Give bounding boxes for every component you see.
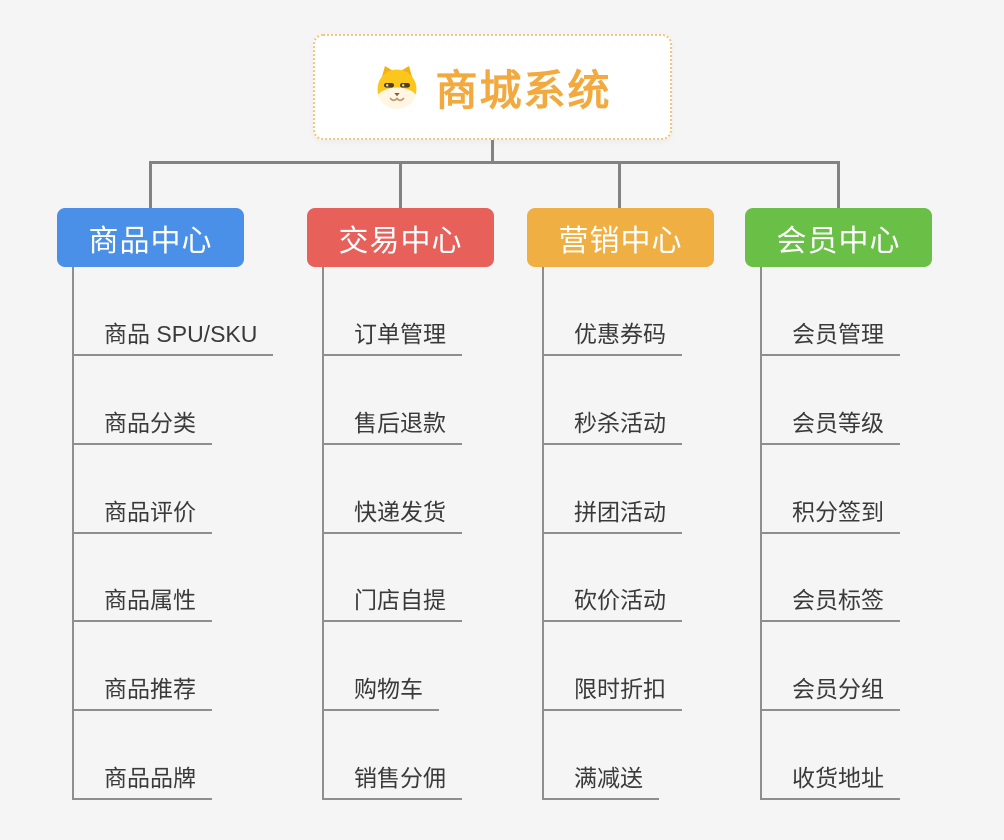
node-item[interactable]: 购物车 [322, 675, 439, 711]
node-item[interactable]: 快递发货 [322, 498, 462, 534]
node-item[interactable]: 限时折扣 [542, 675, 682, 711]
node-item[interactable]: 积分签到 [760, 498, 900, 534]
node-item[interactable]: 商品推荐 [72, 675, 212, 711]
branch-header-member[interactable]: 会员中心 [745, 208, 932, 267]
node-item[interactable]: 会员等级 [760, 409, 900, 445]
node-item[interactable]: 商品分类 [72, 409, 212, 445]
connector-drop-trade [399, 161, 402, 208]
branch-header-marketing[interactable]: 营销中心 [527, 208, 714, 267]
node-item[interactable]: 商品品牌 [72, 764, 212, 800]
node-item[interactable]: 满减送 [542, 764, 659, 800]
node-item[interactable]: 售后退款 [322, 409, 462, 445]
connector-horizontal-bar [149, 161, 840, 164]
node-item[interactable]: 秒杀活动 [542, 409, 682, 445]
node-item[interactable]: 商品 SPU/SKU [72, 320, 274, 356]
node-item[interactable]: 门店自提 [322, 586, 462, 622]
connector-drop-member [837, 161, 840, 208]
branch-product-center: 商品中心 商品 SPU/SKU 商品分类 商品评价 商品属性 商品推荐 商品品牌 [57, 208, 307, 840]
branch-header-trade[interactable]: 交易中心 [307, 208, 494, 267]
node-item[interactable]: 会员分组 [760, 675, 900, 711]
root-node[interactable]: 商城系统 [313, 34, 672, 140]
connector-drop-product [149, 161, 152, 208]
shiba-dog-icon [373, 63, 421, 111]
node-item[interactable]: 优惠券码 [542, 320, 682, 356]
node-item[interactable]: 会员标签 [760, 586, 900, 622]
node-item[interactable]: 砍价活动 [542, 586, 682, 622]
branch-trade-center: 交易中心 订单管理 售后退款 快递发货 门店自提 购物车 销售分佣 [307, 208, 557, 840]
branch-header-product[interactable]: 商品中心 [57, 208, 244, 267]
node-item[interactable]: 收货地址 [760, 764, 900, 800]
connector-drop-marketing [618, 161, 621, 208]
node-item[interactable]: 订单管理 [322, 320, 462, 356]
branch-marketing-center: 营销中心 优惠券码 秒杀活动 拼团活动 砍价活动 限时折扣 满减送 [527, 208, 777, 840]
branch-member-center: 会员中心 会员管理 会员等级 积分签到 会员标签 会员分组 收货地址 [745, 208, 995, 840]
node-item[interactable]: 商品属性 [72, 586, 212, 622]
connector-root-stub [491, 140, 494, 161]
node-item[interactable]: 销售分佣 [322, 764, 462, 800]
node-item[interactable]: 拼团活动 [542, 498, 682, 534]
node-item[interactable]: 商品评价 [72, 498, 212, 534]
root-title: 商城系统 [435, 66, 612, 114]
node-item[interactable]: 会员管理 [760, 320, 900, 356]
